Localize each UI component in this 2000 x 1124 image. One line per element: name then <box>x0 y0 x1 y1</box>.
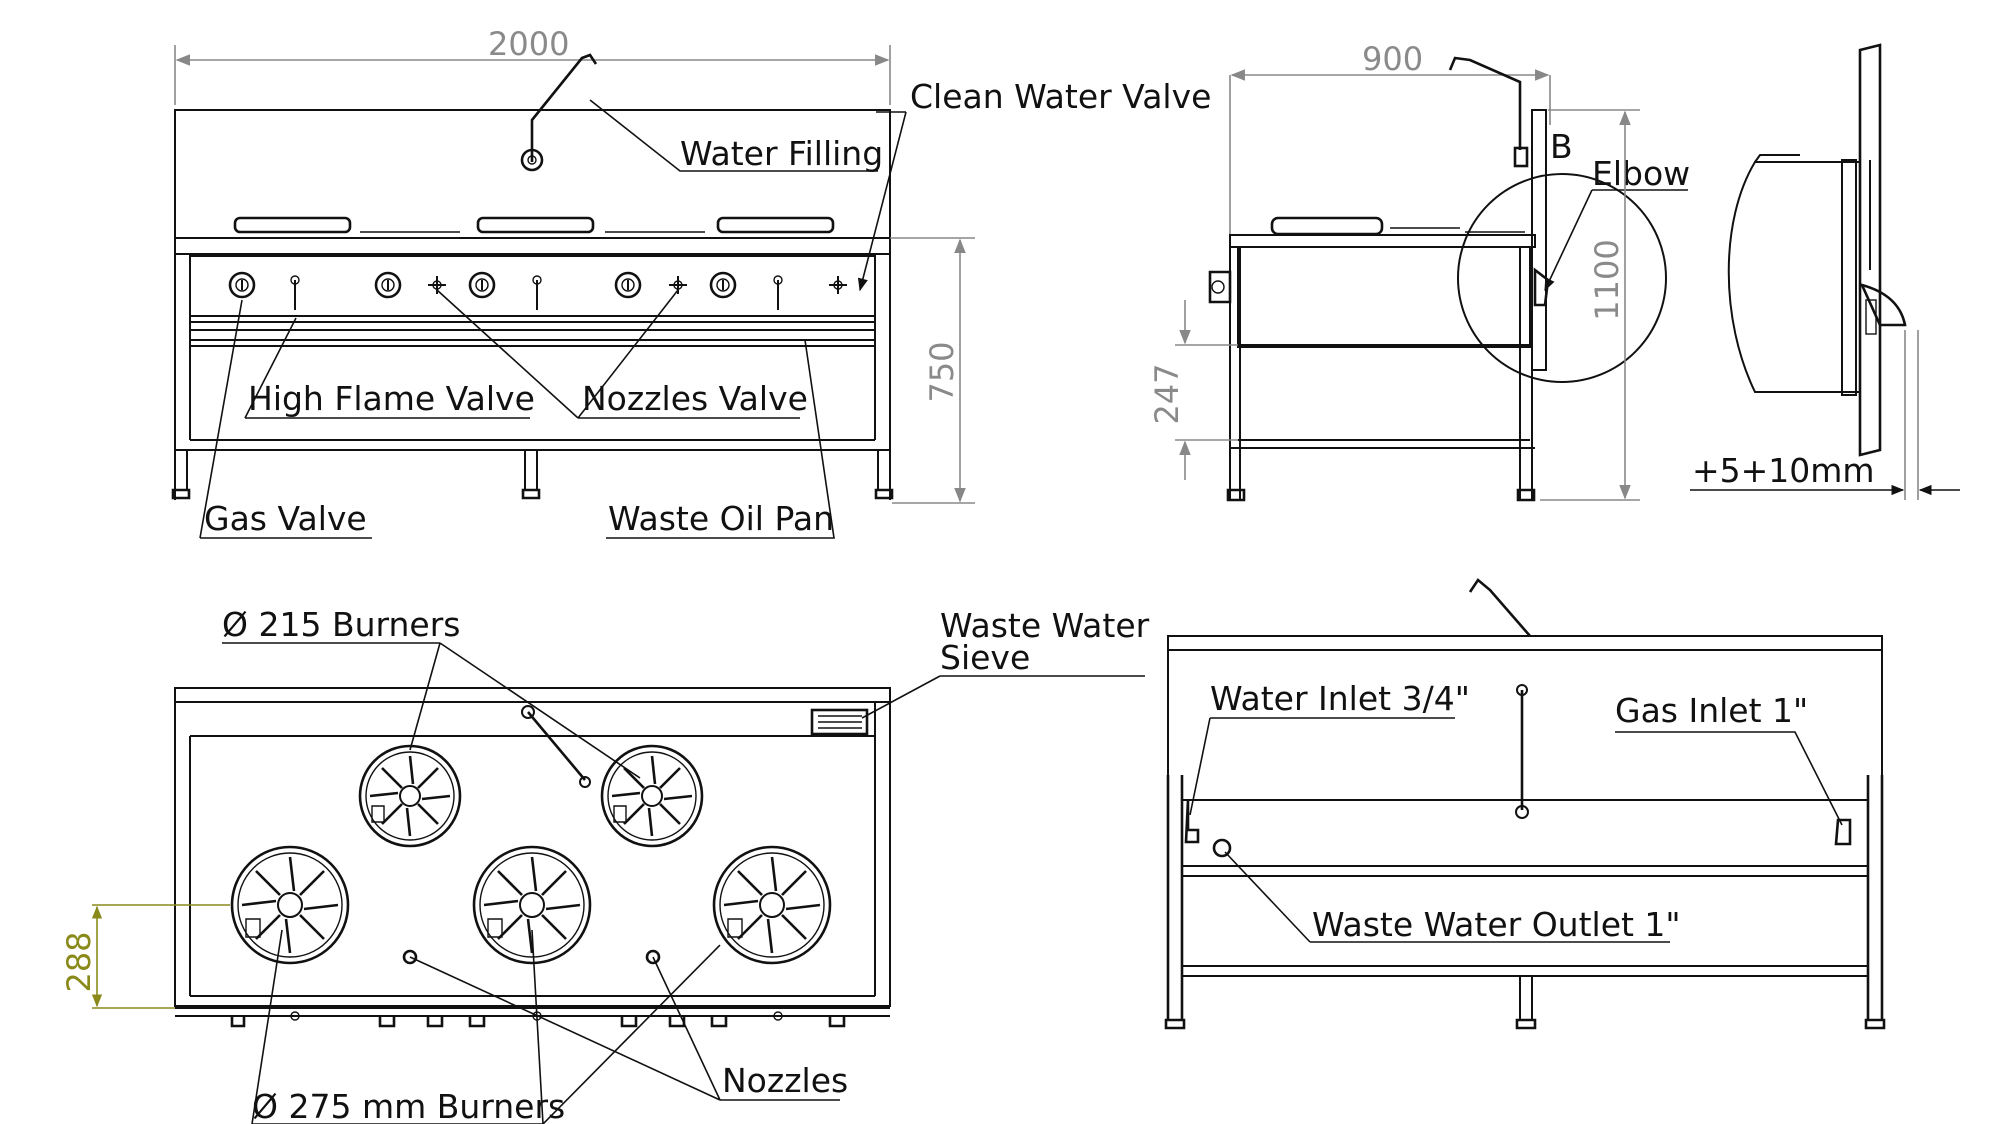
nozzles-valve-label: Nozzles Valve <box>582 379 808 418</box>
burner-offset-dimension: 288 <box>60 931 98 992</box>
front-view: 2000 <box>171 25 1211 539</box>
width-dimension: 2000 <box>488 25 569 63</box>
gas-valve-label: Gas Valve <box>204 499 367 538</box>
tolerance-label: +5+10mm <box>1692 451 1875 490</box>
waste-water-outlet-label: Waste Water Outlet 1" <box>1312 905 1681 944</box>
waste-water-sieve-label-line1: Waste Water <box>940 606 1150 645</box>
water-filling-label: Water Filling <box>680 134 883 173</box>
elbow-label: Elbow <box>1592 154 1690 193</box>
high-flame-valve-label: High Flame Valve <box>248 379 535 418</box>
burners-215-label: Ø 215 Burners <box>222 605 460 644</box>
rear-view: Water Inlet 3/4" Gas Inlet 1" Waste Wate… <box>1164 578 1886 1030</box>
waste-water-sieve-label-line2: Sieve <box>940 638 1030 677</box>
water-inlet-label: Water Inlet 3/4" <box>1210 679 1470 718</box>
side-view: 900 B Elbow 1100 247 <box>1148 40 1690 502</box>
clean-water-valve-label: Clean Water Valve <box>910 77 1211 116</box>
gas-inlet-label: Gas Inlet 1" <box>1615 691 1808 730</box>
burners-275-label: Ø 275 mm Burners <box>252 1087 565 1124</box>
depth-dimension: 900 <box>1362 40 1423 78</box>
shelf-dimension: 247 <box>1148 363 1186 424</box>
height-dimension: 750 <box>923 341 961 402</box>
detail-b-view: +5+10mm <box>1690 43 1960 500</box>
waste-oil-pan-label: Waste Oil Pan <box>608 499 834 538</box>
nozzles-label: Nozzles <box>722 1061 848 1100</box>
detail-b-label: B <box>1550 127 1573 166</box>
top-view: 288 Ø 215 Burners Waste Water Sieve Ø 27… <box>60 605 1150 1124</box>
back-height-dimension: 1100 <box>1588 239 1626 320</box>
